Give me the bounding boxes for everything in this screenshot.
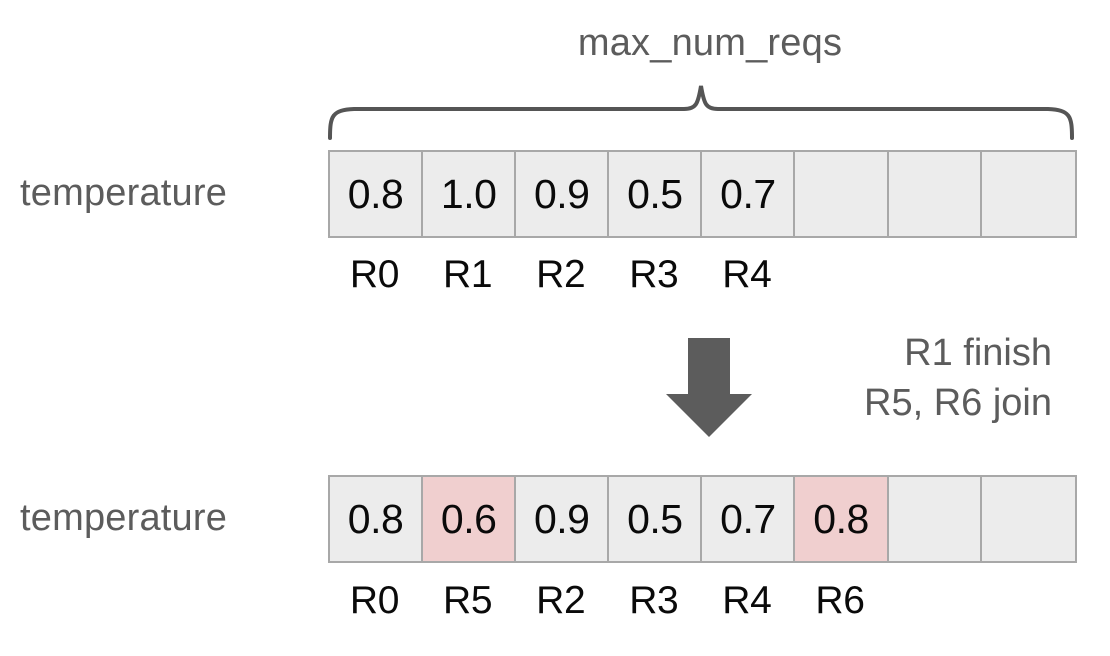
buffer-cell[interactable]: 0.7 (702, 477, 796, 561)
row-label-before: temperature (20, 172, 228, 214)
buffer-cell-empty[interactable] (888, 152, 982, 236)
cell-value: 0.5 (627, 170, 683, 217)
down-arrow-icon (666, 338, 752, 437)
request-id: R5 (443, 579, 493, 622)
row-label-after: temperature (20, 497, 228, 539)
request-id (887, 578, 980, 624)
buffer-cell-empty[interactable] (888, 477, 982, 561)
buffer-cell[interactable]: 1.0 (423, 152, 517, 236)
request-id: R0 (349, 579, 400, 622)
transition-note-line: R1 finish (904, 332, 1052, 374)
cell-value: 1.0 (440, 170, 497, 217)
transition-note-line: R5, R6 join (864, 382, 1052, 424)
buffer-cell[interactable]: 0.8 (330, 477, 424, 561)
curly-brace-top-icon (328, 85, 1074, 140)
buffer-cell-empty[interactable] (795, 152, 889, 236)
buffer-cell[interactable]: 0.8 (330, 152, 424, 236)
buffer-cell[interactable]: 0.5 (609, 152, 703, 236)
cell-value: 0.7 (720, 495, 776, 542)
temperature-buffer-after: 0.8 0.6 0.9 0.5 0.7 0.8 (328, 475, 1077, 563)
request-id: R4 (722, 253, 772, 296)
cell-value: 0.8 (347, 495, 404, 542)
request-id: R3 (629, 579, 679, 622)
request-id: R0 (349, 253, 400, 296)
cell-value: 0.8 (813, 495, 869, 542)
cell-value: 0.6 (440, 495, 497, 542)
cell-value: 0.7 (720, 170, 776, 217)
request-id (793, 252, 886, 298)
request-ids-after: R0 R5 R2 R3 R4 R6 (328, 578, 1073, 624)
request-id: R3 (629, 253, 679, 296)
buffer-cell[interactable]: 0.9 (516, 152, 610, 236)
request-id (980, 252, 1073, 298)
buffer-cell-highlighted[interactable]: 0.6 (423, 477, 517, 561)
buffer-cell[interactable]: 0.5 (609, 477, 703, 561)
cell-value: 0.9 (533, 495, 590, 542)
cell-value: 0.8 (347, 170, 404, 217)
request-id: R4 (722, 579, 772, 622)
buffer-cell[interactable]: 0.7 (702, 152, 796, 236)
buffer-cell-empty[interactable] (981, 152, 1075, 236)
capacity-label-text: max_num_reqs (577, 22, 843, 64)
cell-value: 0.5 (627, 495, 683, 542)
request-id: R2 (536, 579, 586, 622)
request-id: R1 (443, 253, 493, 296)
transition-notes: R1 finish R5, R6 join (760, 328, 1052, 428)
request-id (980, 578, 1073, 624)
request-id: R6 (815, 579, 865, 622)
buffer-cell[interactable]: 0.9 (516, 477, 610, 561)
temperature-buffer-before: 0.8 1.0 0.9 0.5 0.7 (328, 150, 1077, 238)
capacity-label: max_num_reqs (0, 22, 1110, 65)
request-id (887, 252, 980, 298)
request-ids-before: R0 R1 R2 R3 R4 (328, 252, 1073, 298)
cell-value: 0.9 (533, 170, 590, 217)
buffer-cell-highlighted[interactable]: 0.8 (795, 477, 889, 561)
request-id: R2 (536, 253, 586, 296)
buffer-cell-empty[interactable] (981, 477, 1075, 561)
